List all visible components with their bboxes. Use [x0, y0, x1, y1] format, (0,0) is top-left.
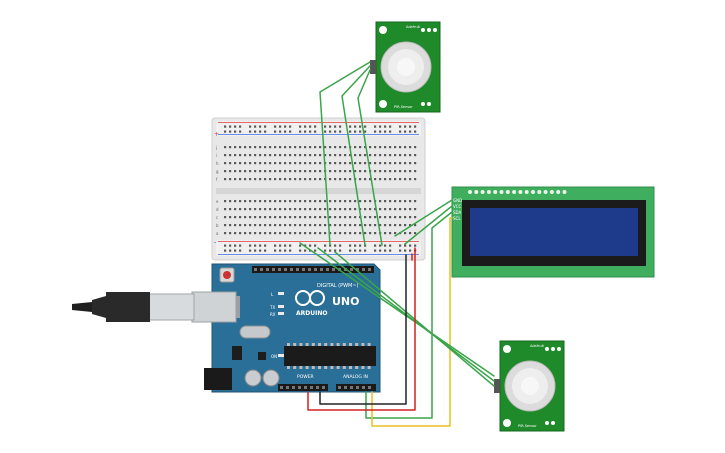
wire-lcd-gnd — [394, 199, 453, 237]
usb-cable — [72, 292, 195, 322]
lcd-pin-label: SCL — [453, 216, 461, 221]
capacitor — [244, 369, 262, 387]
lcd-pin-label: GND — [453, 198, 462, 203]
wire-pir-bottom-out — [299, 242, 495, 377]
wire-lcd-vcc — [404, 205, 453, 245]
wire-5v — [307, 247, 416, 411]
dc-power-jack — [204, 368, 232, 390]
row-letter: b — [216, 223, 219, 228]
wire-gnd — [319, 254, 407, 405]
arduino-brand: ARDUINO — [296, 310, 327, 317]
tx-led-label: TX — [269, 305, 275, 310]
pir-sensor-bottom: Adafruit PIR-Sensor — [494, 340, 565, 432]
mounting-hole — [379, 100, 387, 108]
rx-led-label: RX — [270, 312, 276, 317]
wires — [299, 61, 495, 427]
capacitor — [262, 369, 280, 387]
wire-pir-top-out — [319, 61, 371, 246]
row-letter: f — [216, 177, 218, 182]
row-letter: i — [216, 153, 217, 158]
power-header — [278, 384, 328, 391]
digital-header — [252, 266, 374, 273]
mounting-hole — [503, 345, 511, 353]
row-letter: j — [215, 145, 217, 150]
row-letter: g — [216, 169, 219, 174]
digital-label: DIGITAL (PWM~) — [317, 283, 359, 289]
arduino-uno-board: ARDUINO UNO DIGITAL (PWM~) POWER ANALOG … — [191, 263, 381, 393]
arduino-logo: ARDUINO — [295, 290, 327, 317]
usb-connector — [191, 291, 237, 323]
lcd-screen — [470, 208, 638, 256]
power-label: POWER — [297, 374, 314, 380]
wire-pir-top-gnd — [357, 69, 383, 246]
wire-pir-top-vcc — [341, 65, 371, 246]
pir-sensor-top: Adafruit PIR-Sensor — [370, 21, 441, 113]
arduino-model: UNO — [332, 295, 360, 308]
mounting-hole — [503, 419, 511, 427]
pir-top-brand: Adafruit — [406, 25, 421, 29]
lcd-pin-label: VCC — [453, 204, 462, 209]
row-letter: c — [216, 215, 218, 220]
pir-bottom-brand: Adafruit — [530, 344, 545, 348]
atmega-chip — [284, 346, 376, 366]
pir-bottom-model: PIR-Sensor — [518, 424, 537, 428]
row-letter: h — [216, 161, 219, 166]
row-letter: e — [216, 199, 219, 204]
row-letter: a — [216, 231, 219, 236]
on-led-label: ON — [271, 354, 277, 359]
l-led-label: L — [271, 292, 274, 297]
row-letter: d — [216, 207, 219, 212]
rail-plus-label: + — [214, 131, 219, 138]
wire-lcd-scl — [371, 217, 453, 427]
mounting-hole — [379, 26, 387, 34]
lcd-pin-label: SDA — [453, 210, 462, 215]
analog-label: ANALOG IN — [343, 374, 368, 380]
breadboard-holes — [224, 125, 417, 252]
pir-top-model: PIR-Sensor — [394, 105, 413, 109]
rail-minus-label: - — [214, 239, 216, 246]
